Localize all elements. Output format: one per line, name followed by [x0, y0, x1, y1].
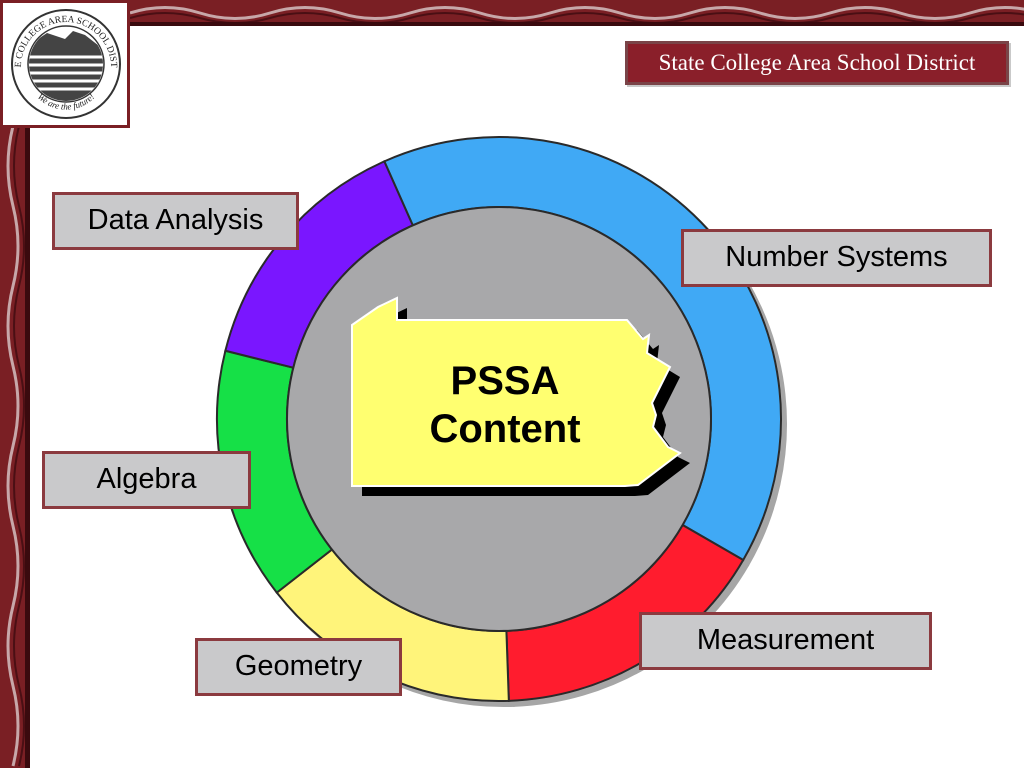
label-number-systems: Number Systems	[681, 229, 992, 287]
school-district-seal-icon: STATE COLLEGE AREA SCHOOL DISTRICT We ar…	[7, 5, 121, 119]
left-decorative-border	[0, 126, 30, 768]
top-decorative-border	[130, 0, 1024, 26]
label-geometry: Geometry	[195, 638, 402, 696]
label-algebra: Algebra	[42, 451, 251, 509]
district-name-banner: State College Area School District	[625, 41, 1009, 85]
center-title-line1: PSSA	[450, 359, 560, 403]
district-logo: STATE COLLEGE AREA SCHOOL DISTRICT We ar…	[0, 0, 130, 128]
label-measurement: Measurement	[639, 612, 932, 670]
label-data-analysis: Data Analysis	[52, 192, 299, 250]
center-title-line2: Content	[429, 407, 581, 451]
pssa-content-title: PSSA Content	[380, 357, 630, 453]
pennsylvania-map-icon	[351, 296, 690, 496]
